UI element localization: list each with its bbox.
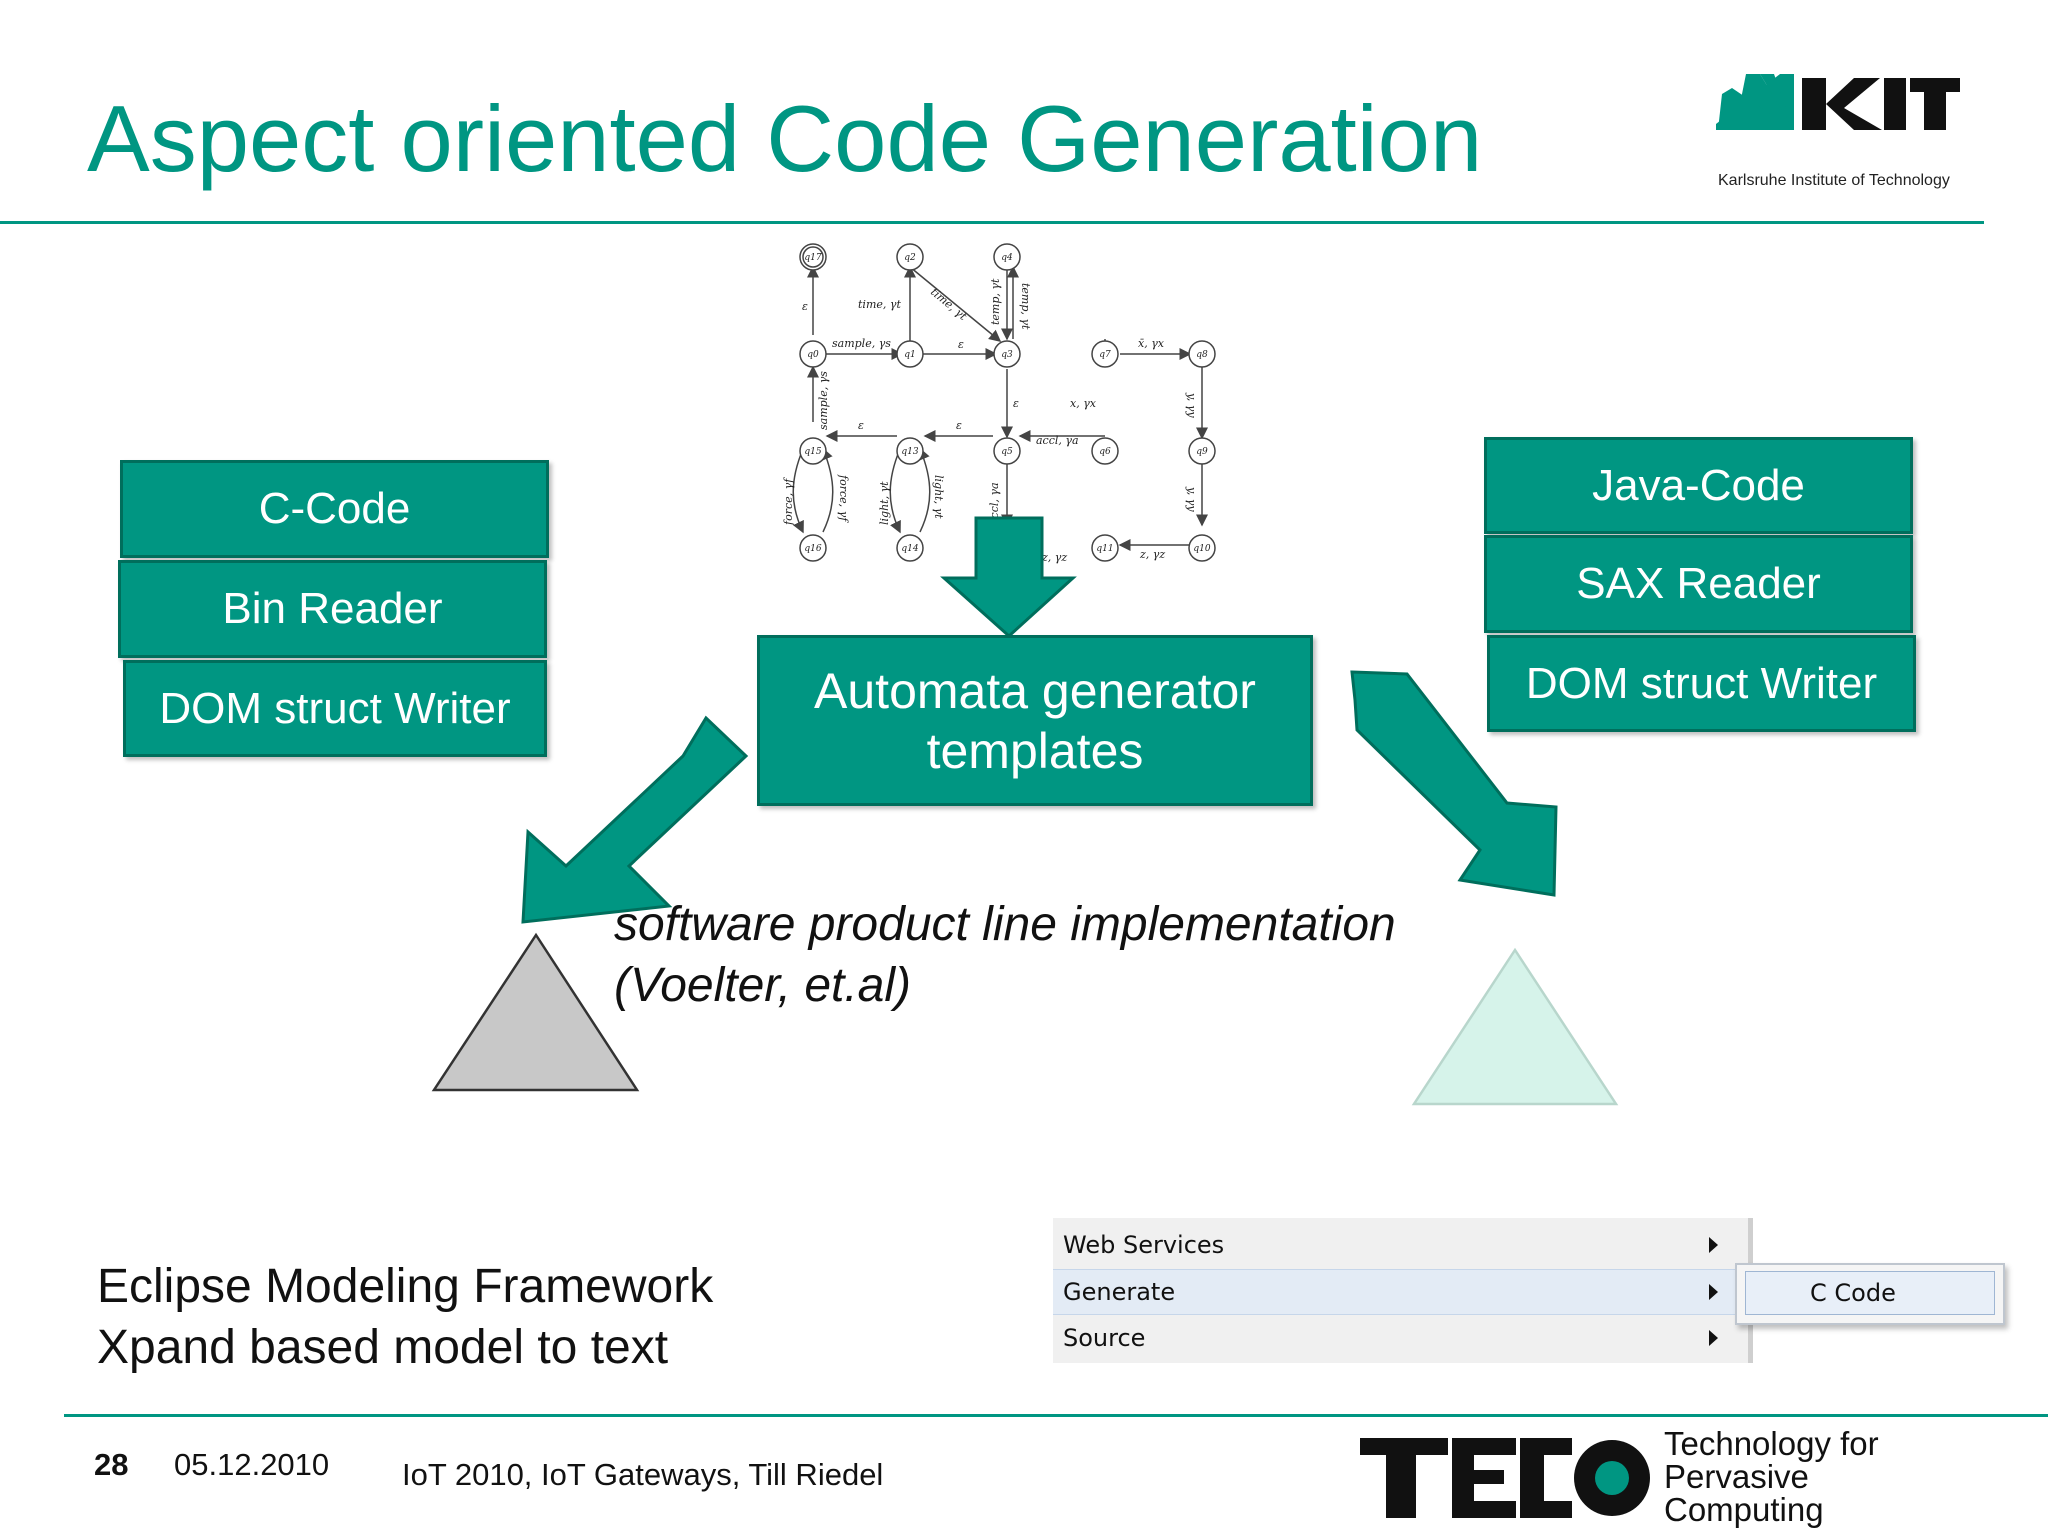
- c-code-box: C-Code: [120, 460, 549, 558]
- edge-label: light, γt: [878, 481, 891, 525]
- edge-label: y, γy: [1185, 392, 1198, 418]
- edge-label: time, γt: [858, 298, 901, 311]
- emf-line2: Xpand based model to text: [97, 1321, 669, 1374]
- edge-label: y, γy: [1185, 486, 1198, 512]
- menu-item-label: Generate: [1063, 1278, 1176, 1306]
- edge-label: ε: [802, 300, 808, 313]
- submenu-arrow-icon: [1709, 1284, 1718, 1300]
- edge-label: accl, γa: [1036, 434, 1079, 447]
- edge-label: ε: [1013, 397, 1019, 410]
- edge-label: temp, γt: [1019, 283, 1032, 330]
- spl-line1: software product line implementation: [614, 898, 1396, 951]
- submenu-item-c-code[interactable]: C Code: [1745, 1271, 1995, 1315]
- automata-generator-box: Automata generator templates: [757, 635, 1313, 806]
- submenu-arrow-icon: [1709, 1330, 1718, 1346]
- teco-logo: [1360, 1438, 1650, 1518]
- page-number: 28: [94, 1447, 129, 1482]
- state-q10: q10: [1193, 544, 1210, 554]
- left-down-arrow: [521, 715, 749, 924]
- edge-label: x, γx: [1070, 397, 1097, 410]
- edge-label: x̄, γx: [1138, 337, 1165, 350]
- generator-line1: Automata generator: [814, 662, 1256, 719]
- state-q4: q4: [1001, 253, 1013, 263]
- automaton-diagram: q17 q2 q4 q0 q1 q3 q7 q8 q15 q13 q5 q6 q…: [782, 243, 1216, 564]
- kit-caption: Karlsruhe Institute of Technology: [1718, 172, 1950, 189]
- kit-logo: Karlsruhe Institute of Technology: [1716, 74, 1962, 194]
- menu-item-label: Web Services: [1063, 1231, 1225, 1259]
- edge-label: z, γz: [1139, 548, 1165, 561]
- edge-label: z, γz: [1041, 551, 1067, 564]
- state-q9: q9: [1196, 447, 1208, 457]
- menu-item-label: Source: [1063, 1324, 1146, 1352]
- teco-tagline-line3: Computing: [1664, 1491, 1824, 1528]
- spl-line2: (Voelter, et.al): [614, 959, 912, 1012]
- state-q2: q2: [904, 253, 916, 263]
- right-triangle: [1411, 947, 1619, 1106]
- state-q5: q5: [1001, 447, 1013, 457]
- edge-label: ε: [958, 338, 964, 351]
- footer-divider: [64, 1414, 2048, 1417]
- state-q6: q6: [1099, 447, 1111, 457]
- teco-tagline-line1: Technology for: [1664, 1425, 1879, 1462]
- generator-line2: templates: [926, 722, 1144, 779]
- state-q1: q1: [904, 350, 916, 360]
- teco-tagline: Technology for Pervasive Computing: [1664, 1427, 1879, 1526]
- context-menu: Web Services Generate Source: [1053, 1218, 1753, 1363]
- slide-title: Aspect oriented Code Generation: [87, 86, 1483, 191]
- footer-date: 05.12.2010: [174, 1447, 330, 1482]
- menu-item-generate[interactable]: Generate: [1053, 1269, 1748, 1315]
- state-q15: q15: [804, 447, 821, 457]
- bin-reader-box: Bin Reader: [118, 560, 547, 658]
- state-q14: q14: [901, 544, 918, 554]
- right-down-arrow: [1350, 670, 1558, 897]
- sax-reader-box: SAX Reader: [1484, 535, 1913, 633]
- dom-struct-writer-box-left: DOM struct Writer: [123, 660, 547, 757]
- state-q13: q13: [901, 447, 918, 457]
- edge-label: ε: [956, 419, 962, 432]
- title-divider: [0, 221, 1984, 224]
- edge-label: temp, γt: [989, 278, 1002, 325]
- edge-label: accl, γa: [988, 482, 1001, 525]
- submenu-arrow-icon: [1709, 1237, 1718, 1253]
- state-q3: q3: [1001, 350, 1013, 360]
- left-triangle: [431, 932, 640, 1092]
- edge-label: light, γt: [932, 475, 945, 519]
- state-q8: q8: [1196, 350, 1208, 360]
- edge-label: force, γf: [837, 474, 850, 523]
- state-q7: q7: [1099, 350, 1111, 360]
- state-q11: q11: [1096, 544, 1113, 554]
- down-arrow: [940, 516, 1077, 639]
- edge-label: sample, γs: [817, 371, 830, 430]
- edge-label: sample, γs: [832, 337, 891, 350]
- menu-item-source[interactable]: Source: [1053, 1315, 1748, 1361]
- emf-line1: Eclipse Modeling Framework: [97, 1260, 714, 1313]
- generate-submenu: C Code: [1735, 1263, 2005, 1325]
- state-q16: q16: [804, 544, 821, 554]
- dom-struct-writer-box-right: DOM struct Writer: [1487, 635, 1916, 732]
- state-q17: q17: [804, 253, 821, 263]
- java-code-box: Java-Code: [1484, 437, 1913, 534]
- edge-label: ε: [858, 419, 864, 432]
- teco-tagline-line2: Pervasive: [1664, 1458, 1809, 1495]
- kit-logo-graphic: [1716, 74, 1960, 130]
- footer-event: IoT 2010, IoT Gateways, Till Riedel: [402, 1457, 884, 1492]
- state-q0: q0: [807, 350, 819, 360]
- edge-label: force, γf: [782, 477, 795, 526]
- menu-item-web-services[interactable]: Web Services: [1053, 1222, 1748, 1268]
